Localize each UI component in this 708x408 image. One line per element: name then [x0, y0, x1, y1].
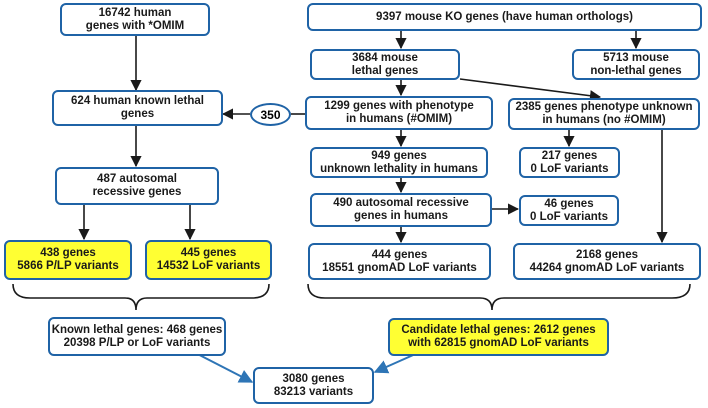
box-unknown-lethality: 949 genes unknown lethality in humans	[310, 147, 488, 178]
box-human-omim-genes: 16742 human genes with *OMIM	[60, 3, 210, 36]
box-line-1: 1299 genes with phenotype	[324, 100, 474, 112]
box-line-2: 18551 gnomAD LoF variants	[322, 261, 477, 274]
box-line-1: 438 genes	[40, 247, 96, 259]
box-line-2: non-lethal genes	[590, 64, 682, 77]
box-line-1: 490 autosomal recessive	[333, 197, 469, 209]
box-line-1: 5713 mouse	[603, 51, 669, 64]
box-phenotype-unknown: 2385 genes phenotype unknown in humans (…	[508, 98, 700, 130]
box-line-2: 0 LoF variants	[530, 210, 608, 223]
box-ar-in-humans: 490 autosomal recessive genes in humans	[310, 193, 492, 227]
box-line-1: 2168 genes	[575, 248, 638, 261]
box-plp-variants: 438 genes 5866 P/LP variants	[4, 240, 132, 280]
box-line-2: lethal genes	[351, 64, 419, 77]
box-phenotype-known: 1299 genes with phenotype in humans (#OM…	[305, 96, 493, 130]
box-line-2: with 62815 gnomAD LoF variants	[408, 337, 589, 349]
arrow-lethal-to-pheno-unknown	[459, 78, 602, 102]
box-line-1: 445 genes	[180, 247, 237, 259]
brace-left	[12, 283, 270, 311]
box-line-2: unknown lethality in humans	[320, 162, 478, 175]
box-candidate-lethal-summary: Candidate lethal genes: 2612 genes with …	[388, 318, 609, 356]
box-line-1: 16742 human	[98, 6, 172, 19]
box-line-1: 624 human known lethal	[71, 95, 204, 107]
box-line-1: 3080 genes	[282, 372, 345, 385]
box-line-2: 44264 gnomAD LoF variants	[529, 261, 685, 274]
box-total: 3080 genes 83213 variants	[253, 367, 374, 404]
box-line-1: 487 autosomal	[97, 173, 177, 185]
box-line-1: 444 genes	[371, 248, 428, 261]
box-human-known-lethal: 624 human known lethal genes	[52, 90, 223, 126]
box-mouse-lethal: 3684 mouse lethal genes	[310, 49, 460, 80]
brace-right	[307, 283, 691, 311]
box-line-2: 83213 variants	[273, 385, 354, 398]
overlap-oval: 350	[250, 103, 291, 126]
box-line-2: 14532 LoF variants	[156, 260, 261, 272]
box-line-1: Candidate lethal genes: 2612 genes	[401, 324, 596, 336]
box-mouse-ko-genes: 9397 mouse KO genes (have human ortholog…	[307, 3, 702, 31]
box-line-2: genes with *OMIM	[85, 19, 185, 32]
box-line-1: 217 genes	[541, 149, 598, 162]
box-line-1: 2385 genes phenotype unknown	[515, 101, 693, 113]
box-line-2: in humans (no #OMIM)	[542, 114, 666, 126]
box-gnomad-444: 444 genes 18551 gnomAD LoF variants	[308, 243, 491, 280]
box-zero-lof-46: 46 genes 0 LoF variants	[519, 195, 619, 226]
box-line-2: 5866 P/LP variants	[17, 260, 119, 272]
box-line-1: 3684 mouse	[352, 51, 418, 64]
box-line-2: recessive genes	[92, 186, 182, 198]
box-zero-lof-217: 217 genes 0 LoF variants	[519, 147, 620, 178]
box-line-2: genes	[120, 108, 155, 120]
box-line-2: 20398 P/LP or LoF variants	[63, 336, 211, 349]
box-line-1: Known lethal genes: 468 genes	[51, 323, 223, 336]
oval-label: 350	[260, 107, 281, 122]
box-line-2: 0 LoF variants	[530, 162, 609, 175]
box-line-1: 9397 mouse KO genes (have human ortholog…	[376, 10, 633, 23]
box-line-2: genes in humans	[354, 210, 448, 222]
box-known-lethal-summary: Known lethal genes: 468 genes 20398 P/LP…	[48, 317, 226, 356]
box-gnomad-2168: 2168 genes 44264 gnomAD LoF variants	[513, 243, 701, 280]
box-lof-variants: 445 genes 14532 LoF variants	[145, 240, 272, 280]
box-line-1: 949 genes	[371, 149, 427, 162]
box-autosomal-recessive: 487 autosomal recessive genes	[55, 167, 219, 205]
box-line-1: 46 genes	[544, 197, 594, 210]
box-line-2: in humans (#OMIM)	[345, 113, 453, 125]
box-mouse-nonlethal: 5713 mouse non-lethal genes	[572, 49, 700, 80]
